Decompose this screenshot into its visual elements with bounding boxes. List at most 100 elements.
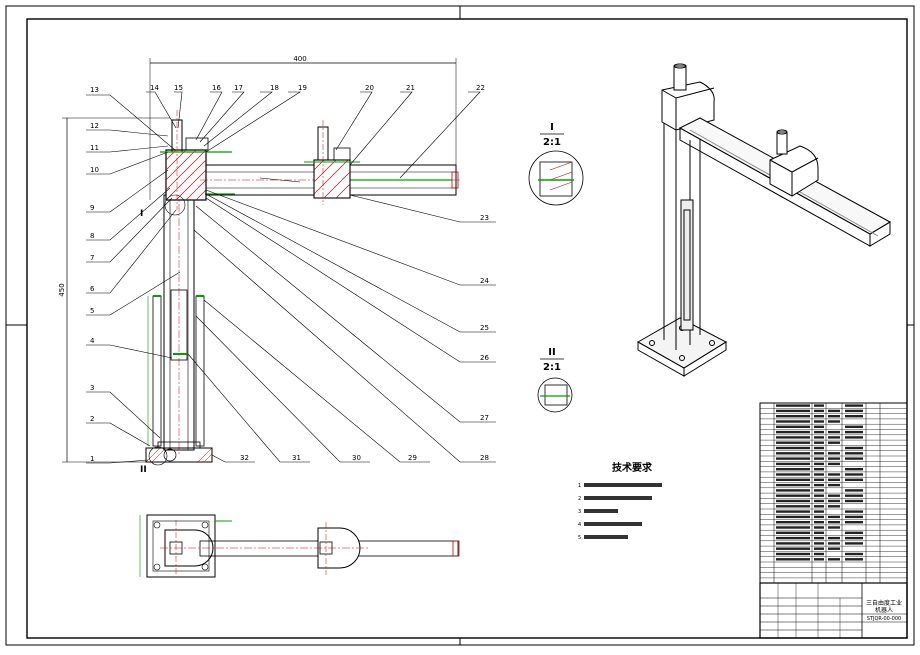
parts-list-entry [814, 436, 824, 439]
detail-i-label: I [550, 122, 554, 133]
tech-req-item-4: 4 [578, 522, 581, 528]
balloon-29: 29 [408, 454, 417, 462]
parts-list-entry [828, 483, 840, 487]
parts-list [759, 402, 908, 584]
parts-list-entry [776, 436, 810, 439]
parts-list-entry [814, 526, 824, 529]
parts-list-entry [828, 521, 840, 524]
title-name-line1: 三自由度工业 [866, 599, 902, 607]
parts-list-entry [814, 494, 824, 497]
parts-list-entry [845, 409, 863, 413]
parts-list-entry [814, 499, 824, 503]
parts-list-entry [845, 552, 863, 556]
balloon-11: 11 [90, 144, 99, 152]
parts-list-entry [845, 415, 863, 418]
parts-list-entry [845, 436, 863, 439]
dim-height-label: 450 [58, 283, 66, 296]
parts-list-entry [814, 478, 824, 481]
parts-list-entry [776, 409, 810, 413]
parts-list-entry [845, 521, 863, 524]
parts-list-entry [828, 494, 840, 497]
parts-list-entries [776, 404, 863, 561]
parts-list-entry [814, 542, 824, 545]
detail-views: I 2:1 II 2:1 [528, 122, 584, 413]
parts-list-entry [845, 452, 863, 455]
parts-list-entry [828, 430, 840, 434]
parts-list-entry [814, 531, 824, 534]
parts-list-entry [814, 404, 824, 407]
parts-list-entry [814, 521, 824, 524]
parts-list-entry [828, 542, 840, 545]
parts-list-entry [814, 552, 824, 556]
balloon-1: 1 [90, 455, 94, 463]
parts-list-entry [814, 483, 824, 487]
balloon-22: 22 [476, 84, 485, 92]
balloon-7: 7 [90, 254, 94, 262]
parts-list-entry [845, 404, 863, 407]
balloon-12: 12 [90, 122, 99, 130]
parts-list-entry [814, 489, 824, 492]
isometric-view [636, 63, 892, 377]
inner-frame [26, 18, 908, 639]
parts-list-entry [776, 478, 810, 481]
balloon-13: 13 [90, 86, 99, 94]
parts-list-entry [828, 478, 840, 481]
balloon-23: 23 [480, 214, 489, 222]
parts-list-entry [776, 542, 810, 545]
balloon-28: 28 [480, 454, 489, 462]
parts-list-entry [776, 526, 810, 529]
parts-list-entry [828, 420, 840, 423]
balloon-19: 19 [298, 84, 307, 92]
detail-ii-scale: 2:1 [543, 362, 561, 373]
balloon-26: 26 [480, 354, 489, 362]
dim-width-label: 400 [293, 55, 306, 63]
parts-list-entry [845, 478, 863, 481]
title-drawing-no: STJQR-00-000 [867, 616, 901, 622]
parts-list-entry [828, 436, 840, 439]
parts-list-entry [845, 542, 863, 545]
balloon-3: 3 [90, 384, 94, 392]
balloon-6: 6 [90, 285, 95, 293]
parts-list-entry [828, 526, 840, 529]
parts-list-entry [828, 473, 840, 476]
parts-list-entry [776, 494, 810, 497]
parts-list-entry [845, 457, 863, 460]
parts-list-entry [814, 462, 824, 466]
parts-list-entry [814, 415, 824, 418]
parts-list-entry [814, 515, 824, 519]
tech-req-item-2: 2 [578, 496, 581, 502]
section-mark-lower: II [140, 465, 147, 475]
parts-list-entry [845, 446, 863, 450]
parts-list-entry [828, 415, 840, 418]
parts-list-entry [776, 457, 810, 460]
balloon-9: 9 [90, 204, 94, 212]
parts-list-entry [828, 457, 840, 460]
parts-list-entry [845, 536, 863, 540]
parts-list-entry [828, 409, 840, 413]
parts-list-entry [814, 452, 824, 455]
parts-list-entry [828, 462, 840, 466]
parts-list-entry [814, 473, 824, 476]
parts-list-entry [776, 462, 810, 466]
parts-list-entry [776, 473, 810, 476]
balloon-25: 25 [480, 324, 489, 332]
parts-list-entry [776, 489, 810, 492]
detail-i-scale: 2:1 [543, 137, 561, 148]
section-mark-upper: I [140, 209, 143, 219]
parts-list-entry [814, 441, 824, 444]
tech-req-item-3: 3 [578, 509, 581, 515]
parts-list-entry [776, 558, 810, 561]
parts-list-entry [776, 430, 810, 434]
tech-req-item-1: 1 [578, 483, 581, 489]
parts-list-entry [828, 515, 840, 519]
balloon-31: 31 [292, 454, 301, 462]
balloon-17: 17 [234, 84, 243, 92]
parts-list-entry [828, 536, 840, 540]
parts-list-entry [845, 494, 863, 497]
balloon-16: 16 [212, 84, 221, 92]
parts-list-entry [845, 468, 863, 471]
balloon-18: 18 [270, 84, 279, 92]
parts-list-entry [814, 505, 824, 508]
